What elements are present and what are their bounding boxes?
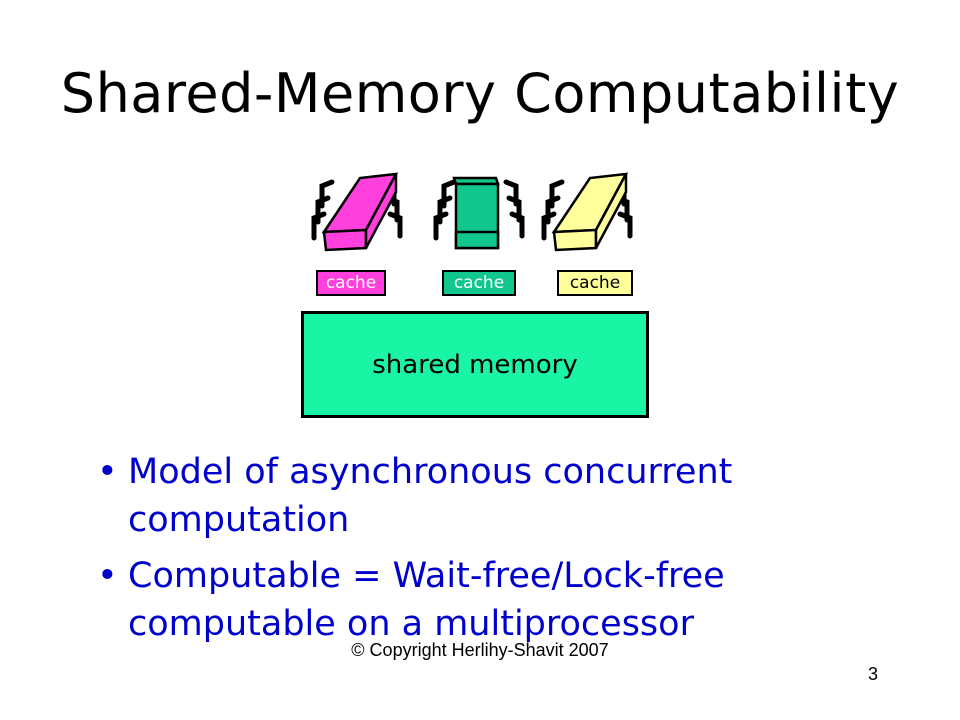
cache-box-1: cache — [316, 270, 386, 296]
bullet-text: Model of asynchronous concurrent computa… — [128, 452, 733, 540]
page-number: 3 — [868, 664, 879, 684]
slide-title: Shared-Memory Computability — [60, 62, 900, 125]
cache-box-3: cache — [557, 270, 633, 296]
shared-memory-box: shared memory — [301, 311, 649, 418]
bullet-icon: • — [97, 556, 118, 596]
processor-chip-yellow-icon — [541, 170, 640, 260]
bullet-icon: • — [97, 452, 118, 492]
bullet-item: •Computable = Wait-free/Lock-free comput… — [95, 552, 915, 648]
bullet-item: •Model of asynchronous concurrent comput… — [95, 448, 915, 544]
processor-chip-pink-icon — [311, 170, 410, 260]
processor-chip-green-icon — [433, 170, 532, 260]
bullet-text: Computable = Wait-free/Lock-free computa… — [128, 556, 725, 644]
cache-box-2: cache — [442, 270, 516, 296]
bullet-list: •Model of asynchronous concurrent comput… — [95, 448, 915, 656]
shared-memory-label: shared memory — [372, 349, 578, 380]
copyright-footer: © Copyright Herlihy-Shavit 2007 — [351, 640, 609, 660]
